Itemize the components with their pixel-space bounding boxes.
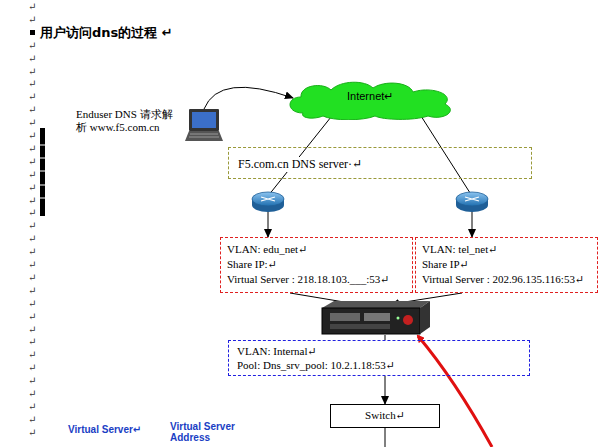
paragraph-mark: ↵ — [28, 375, 36, 386]
connector — [421, 116, 472, 237]
node-text: Share IP:↵ — [227, 257, 406, 272]
connector — [204, 87, 293, 109]
laptop-screen — [192, 112, 216, 128]
node-text: VLAN: tel_net↵ — [422, 242, 591, 257]
node-text: VLAN: edu_net↵ — [227, 242, 406, 257]
selection-bar-gaps — [40, 145, 45, 198]
paragraph-mark: ↵ — [28, 130, 36, 141]
paragraph-mark: ↵ — [28, 272, 36, 283]
node-text: Virtual Server : 202.96.135.116:53↵ — [422, 272, 591, 287]
selection-bar — [40, 128, 45, 216]
node-text: Enduser DNS 请求解析 www.f5.com.cn — [76, 108, 176, 134]
paragraph-mark: ↵ — [28, 143, 36, 154]
dns-server-box: F5.com.cn DNS server·↵ — [228, 147, 532, 179]
node-text: Virtual Server : 218.18.103.___:53↵ — [227, 272, 406, 287]
paragraph-mark: ↵ — [28, 336, 36, 347]
paragraph-mark: ↵ — [28, 53, 36, 64]
caption-label: Virtual Server Address — [170, 421, 248, 443]
heading: 用户访问dns的过程 ↵ — [40, 24, 173, 42]
vlan-box: VLAN: tel_net↵Share IP↵Virtual Server : … — [415, 237, 598, 293]
paragraph-mark: ↵ — [28, 362, 36, 373]
paragraph-mark: ↵ — [28, 349, 36, 360]
laptop-icon — [184, 108, 224, 146]
connector — [268, 117, 331, 237]
node-text: Switch↵ — [339, 409, 431, 422]
paragraph-mark: ↵ — [28, 233, 36, 244]
paragraph-mark: ↵ — [28, 14, 36, 25]
paragraph-mark: ↵ — [28, 78, 36, 89]
laptop-base — [185, 131, 223, 141]
cloud-outline — [290, 82, 450, 120]
caption-label: Virtual Server↵ — [68, 424, 141, 435]
router-icon — [252, 192, 284, 212]
paragraph-mark: ↵ — [28, 220, 36, 231]
node-text: Pool: Dns_srv_pool: 10.2.1.18:53↵ — [237, 358, 521, 372]
laptop-lid — [189, 109, 219, 131]
paragraph-mark: ↵ — [28, 298, 36, 309]
paragraph-mark: ↵ — [28, 427, 36, 438]
internet-cloud: Internet↵ — [283, 80, 458, 120]
bullet-square — [30, 30, 35, 35]
paragraph-mark: ↵ — [28, 156, 36, 167]
paragraph-mark: ↵ — [28, 324, 36, 335]
connector — [385, 376, 386, 404]
paragraph-mark: ↵ — [28, 246, 36, 257]
paragraph-mark: ↵ — [28, 1, 36, 12]
paragraph-mark: ↵ — [28, 91, 36, 102]
vlan-box: VLAN: edu_net↵Share IP:↵Virtual Server :… — [220, 237, 413, 293]
laptop-keys — [189, 134, 219, 137]
switch-box: Switch↵ — [330, 404, 440, 428]
paragraph-mark: ↵ — [28, 66, 36, 77]
paragraph-mark: ↵ — [28, 169, 36, 180]
wire — [385, 428, 386, 447]
paragraph-mark: ↵ — [28, 311, 36, 322]
vlan-box: VLAN: Internal↵Pool: Dns_srv_pool: 10.2.… — [228, 340, 530, 376]
enduser-node: Enduser DNS 请求解析 www.f5.com.cn — [76, 108, 228, 156]
paragraph-mark: ↵ — [28, 259, 36, 270]
node-text: Share IP↵ — [422, 257, 591, 272]
router-icon — [456, 192, 488, 212]
paragraph-mark: ↵ — [28, 388, 36, 399]
paragraph-mark: ↵ — [28, 195, 36, 206]
node-text: VLAN: Internal↵ — [237, 344, 521, 358]
f5-appliance — [322, 301, 430, 334]
node-text: F5.com.cn DNS server·↵ — [237, 157, 363, 172]
paragraph-mark: ↵ — [28, 40, 36, 51]
paragraph-mark: ↵ — [28, 285, 36, 296]
paragraph-mark: ↵ — [28, 414, 36, 425]
red-arrow — [418, 336, 492, 447]
paragraph-mark: ↵ — [28, 182, 36, 193]
paragraph-mark: ↵ — [28, 117, 36, 128]
node-text: Internet↵ — [347, 90, 394, 103]
paragraph-mark: ↵ — [28, 401, 36, 412]
paragraph-mark: ↵ — [28, 207, 36, 218]
paragraph-mark: ↵ — [28, 104, 36, 115]
